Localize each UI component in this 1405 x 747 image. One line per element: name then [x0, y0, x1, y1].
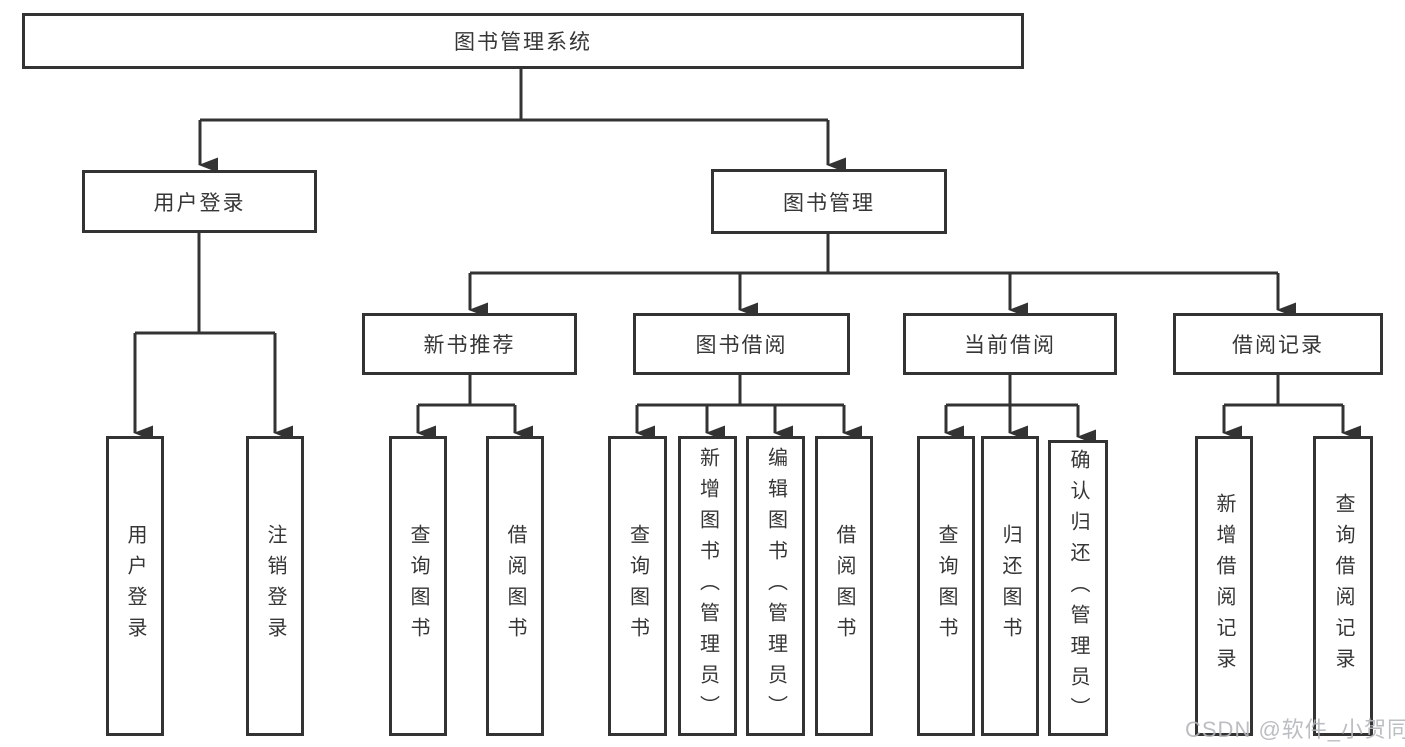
leaf-add-borrow-record-label: 新增借阅记录	[1213, 493, 1235, 679]
node-current-borrow: 当前借阅	[903, 313, 1117, 375]
leaf-add-books-admin: 新增图书（管理员）	[678, 436, 737, 736]
leaf-query-books-recommend: 查询图书	[389, 436, 447, 736]
leaf-query-books-current: 查询图书	[917, 436, 975, 736]
leaf-edit-books-admin-label: 编辑图书（管理员）	[764, 446, 787, 726]
leaf-logout-login: 注销登录	[246, 436, 304, 736]
leaf-return-books-label: 归还图书	[999, 524, 1021, 648]
node-borrow-records-label: 借阅记录	[1232, 334, 1324, 357]
leaf-borrow-books-recommend: 借阅图书	[486, 436, 544, 736]
leaf-confirm-return-admin: 确认归还（管理员）	[1048, 440, 1108, 736]
leaf-edit-books-admin: 编辑图书（管理员）	[746, 436, 805, 736]
node-user-login: 用户登录	[82, 170, 317, 233]
node-book-management-label: 图书管理	[783, 191, 875, 215]
node-new-book-recommend: 新书推荐	[362, 313, 577, 375]
leaf-query-borrow-record: 查询借阅记录	[1313, 436, 1373, 736]
leaf-query-books-current-label: 查询图书	[935, 524, 957, 648]
node-borrow-records: 借阅记录	[1173, 313, 1383, 375]
node-library-system: 图书管理系统	[22, 13, 1024, 69]
node-current-borrow-label: 当前借阅	[964, 334, 1056, 357]
node-book-borrow-label: 图书借阅	[695, 334, 788, 357]
leaf-query-books-borrow: 查询图书	[608, 436, 667, 736]
leaf-borrow-books-recommend-label: 借阅图书	[504, 524, 526, 648]
node-book-management: 图书管理	[711, 169, 947, 234]
leaf-logout-login-label: 注销登录	[264, 524, 286, 648]
leaf-user-login-label: 用户登录	[124, 524, 146, 648]
leaf-query-books-borrow-label: 查询图书	[626, 524, 649, 648]
leaf-query-books-recommend-label: 查询图书	[407, 524, 429, 648]
leaf-add-books-admin-label: 新增图书（管理员）	[696, 446, 719, 726]
node-book-borrow: 图书借阅	[633, 313, 850, 375]
leaf-borrow-books-label: 借阅图书	[833, 524, 855, 648]
node-new-book-recommend-label: 新书推荐	[423, 334, 516, 357]
leaf-add-borrow-record: 新增借阅记录	[1195, 436, 1253, 736]
leaf-query-borrow-record-label: 查询借阅记录	[1332, 493, 1354, 679]
leaf-confirm-return-admin-label: 确认归还（管理员）	[1067, 448, 1089, 728]
leaf-return-books: 归还图书	[981, 436, 1039, 736]
leaf-user-login: 用户登录	[106, 436, 164, 736]
csdn-watermark: CSDN @软件_小贺同学	[1185, 717, 1405, 742]
node-library-system-label: 图书管理系统	[454, 31, 592, 54]
leaf-borrow-books: 借阅图书	[815, 436, 873, 736]
node-user-login-label: 用户登录	[153, 191, 246, 215]
connector-trunks	[135, 69, 1343, 407]
